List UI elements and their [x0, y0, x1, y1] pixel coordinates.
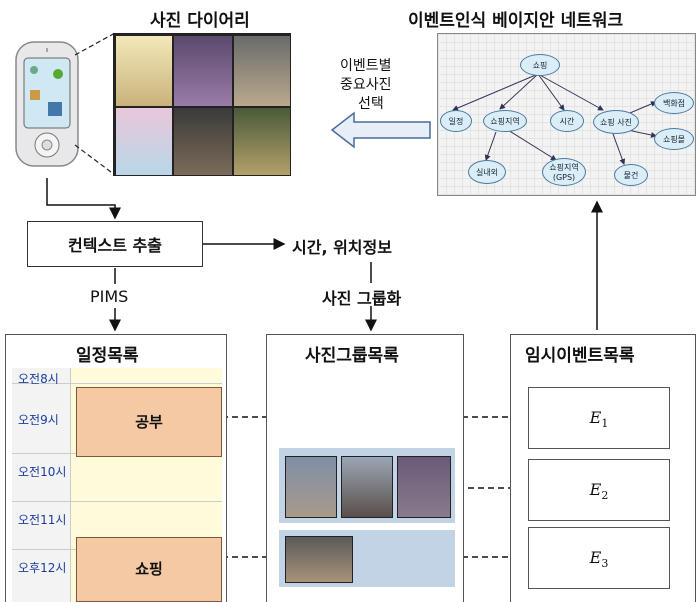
select-label-line2: 중요사진 — [340, 77, 392, 93]
phone-illustration — [15, 41, 79, 167]
diary-photo-6 — [233, 107, 291, 176]
select-arrow — [330, 111, 431, 149]
photo-group-title: 사진그룹목록 — [305, 346, 399, 366]
time-label-9: 오전9시 — [18, 413, 59, 427]
e1-subscript: 1 — [601, 417, 609, 431]
e2-symbol: E — [589, 480, 602, 499]
schedule-event-study[interactable]: 공부 — [76, 387, 222, 457]
schedule-row — [12, 454, 222, 502]
photo-collage — [113, 33, 291, 176]
group1-photo-1 — [285, 456, 337, 518]
group1-photo-3 — [397, 456, 451, 518]
schedule-event-shopping[interactable]: 쇼핑 — [76, 537, 222, 602]
photo-grouping-label: 사진 그룹화 — [322, 289, 402, 308]
context-extract-box: 컨텍스트 추출 — [27, 221, 203, 267]
photo-diary-title: 사진 다이어리 — [150, 11, 250, 31]
context-extract-label: 컨텍스트 추출 — [68, 236, 162, 255]
photo-group-panel: 사진그룹목록 — [266, 334, 464, 602]
time-label-12: 오후12시 — [18, 561, 67, 575]
temp-event-title: 임시이벤트목록 — [525, 346, 635, 366]
photo-group-2[interactable] — [279, 530, 455, 587]
bn-node-shopping: 쇼핑 — [520, 54, 560, 76]
bayesian-net-panel: 쇼핑 일정 쇼핑지역 시간 쇼핑 사진 백화점 쇼핑몰 실내외 쇼핑지역 (GP… — [437, 33, 696, 196]
bn-node-dept-store: 백화점 — [654, 92, 694, 114]
schedule-grid: 오전8시 오전9시 오전10시 오전11시 오후12시 공부 쇼핑 — [12, 368, 222, 602]
pims-label: PIMS — [90, 287, 129, 306]
schedule-event-shopping-label: 쇼핑 — [135, 560, 163, 578]
diary-photo-4 — [115, 107, 173, 176]
schedule-row — [12, 368, 222, 384]
bn-node-time: 시간 — [550, 110, 584, 132]
time-label-10: 오전10시 — [18, 465, 67, 479]
select-label-line1: 이벤트별 — [340, 58, 392, 74]
diary-photo-3 — [233, 35, 291, 107]
bn-edges — [452, 73, 657, 165]
e3-subscript: 3 — [601, 557, 609, 571]
schedule-title: 일정목록 — [76, 346, 139, 366]
group2-photo-1 — [285, 536, 353, 583]
bn-node-indoor: 실내외 — [468, 160, 506, 184]
diary-photo-5 — [173, 107, 233, 176]
e3-symbol: E — [589, 548, 602, 567]
time-label-8: 오전8시 — [18, 372, 59, 386]
temp-event-e2[interactable]: E2 — [528, 459, 670, 521]
diary-photo-2 — [173, 35, 233, 107]
bn-node-schedule: 일정 — [440, 110, 472, 132]
select-label-line3: 선택 — [358, 96, 384, 112]
schedule-event-study-label: 공부 — [135, 413, 163, 431]
bn-node-item: 물건 — [614, 164, 648, 186]
e2-subscript: 2 — [601, 489, 609, 503]
time-column — [12, 368, 71, 602]
bn-node-shop-gps: 쇼핑지역 (GPS) — [542, 158, 586, 186]
temp-event-panel: 임시이벤트목록 E1 E2 E3 — [510, 334, 696, 602]
temp-event-e1[interactable]: E1 — [528, 387, 670, 449]
time-label-11: 오전11시 — [18, 513, 67, 527]
schedule-panel: 일정목록 오전8시 오전9시 오전10시 오전11시 오후12시 공부 쇼핑 — [5, 334, 227, 602]
bn-node-shop-photo: 쇼핑 사진 — [593, 110, 639, 134]
bn-node-shop-place: 쇼핑지역 — [483, 110, 527, 132]
group1-photo-2 — [341, 456, 393, 518]
bn-node-mall: 쇼핑몰 — [654, 128, 694, 150]
bayesian-net-title: 이벤트인식 베이지안 네트워크 — [408, 11, 624, 31]
photo-group-1[interactable] — [279, 448, 455, 523]
e1-symbol: E — [589, 408, 602, 427]
temp-event-e3[interactable]: E3 — [528, 527, 670, 589]
diary-photo-1 — [115, 35, 173, 107]
time-location-label: 시간, 위치정보 — [292, 238, 392, 257]
